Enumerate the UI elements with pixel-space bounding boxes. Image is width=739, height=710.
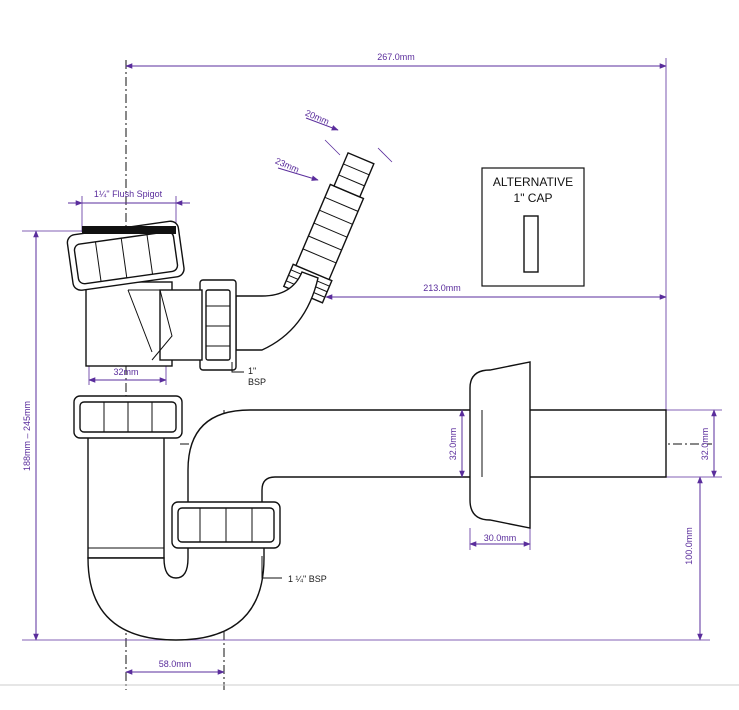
outlet-drop-label: 100.0mm <box>684 527 694 565</box>
spigot-label: 1¼" Flush Spigot <box>94 189 163 199</box>
alternative-cap-line1: ALTERNATIVE <box>493 175 573 189</box>
overall-width-label: 267.0mm <box>377 52 415 62</box>
bsp-114-label: 1 ¼" BSP <box>288 574 327 584</box>
bsp-114-leader <box>261 556 282 579</box>
hose-body-dim-arrow <box>277 167 319 181</box>
alternative-cap-line2: 1" CAP <box>514 191 553 205</box>
hose-body-label: 23mm <box>274 156 301 175</box>
lower-compression-nut <box>171 501 281 549</box>
branch-offset-label: 213.0mm <box>423 283 461 293</box>
branch-elbow <box>235 271 319 351</box>
trap-body <box>85 281 203 367</box>
outlet-arm <box>187 409 667 511</box>
bsp-1-leader <box>231 362 244 373</box>
alternative-cap-panel: ALTERNATIVE 1" CAP <box>481 167 585 287</box>
hose-tip-label: 20mm <box>304 108 331 127</box>
trap-offset-label: 58.0mm <box>159 659 192 669</box>
inlet-tailpipe <box>87 429 165 559</box>
wall-seal <box>469 361 531 529</box>
middle-compression-nut <box>73 395 183 439</box>
bsp-union-nut <box>199 279 237 371</box>
cap-profile <box>523 215 539 273</box>
top-compression-nut <box>66 220 185 291</box>
flush-spigot <box>82 226 176 234</box>
height-range-label: 188mm – 245mm <box>22 401 32 471</box>
u-bend <box>87 539 265 641</box>
outlet-dia-left-label: 32.0mm <box>448 428 458 461</box>
bsp-1-label-line1: 1" <box>248 366 256 376</box>
seal-width-label: 30.0mm <box>484 533 517 543</box>
body-dia-label: 32mm <box>113 367 138 377</box>
hose-tip-dim-arrow <box>305 117 339 131</box>
outlet-dia-right-label: 32.0mm <box>700 428 710 461</box>
bsp-1-label-line2: BSP <box>248 377 266 387</box>
